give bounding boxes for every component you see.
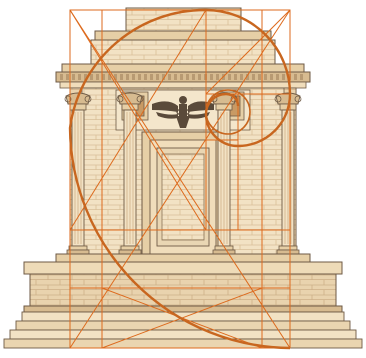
- temple-doorway: [142, 132, 224, 260]
- temple-podium: [4, 254, 362, 348]
- temple-building: [4, 8, 362, 348]
- temple-attic: [91, 8, 275, 66]
- cornice-dentils: [60, 74, 303, 80]
